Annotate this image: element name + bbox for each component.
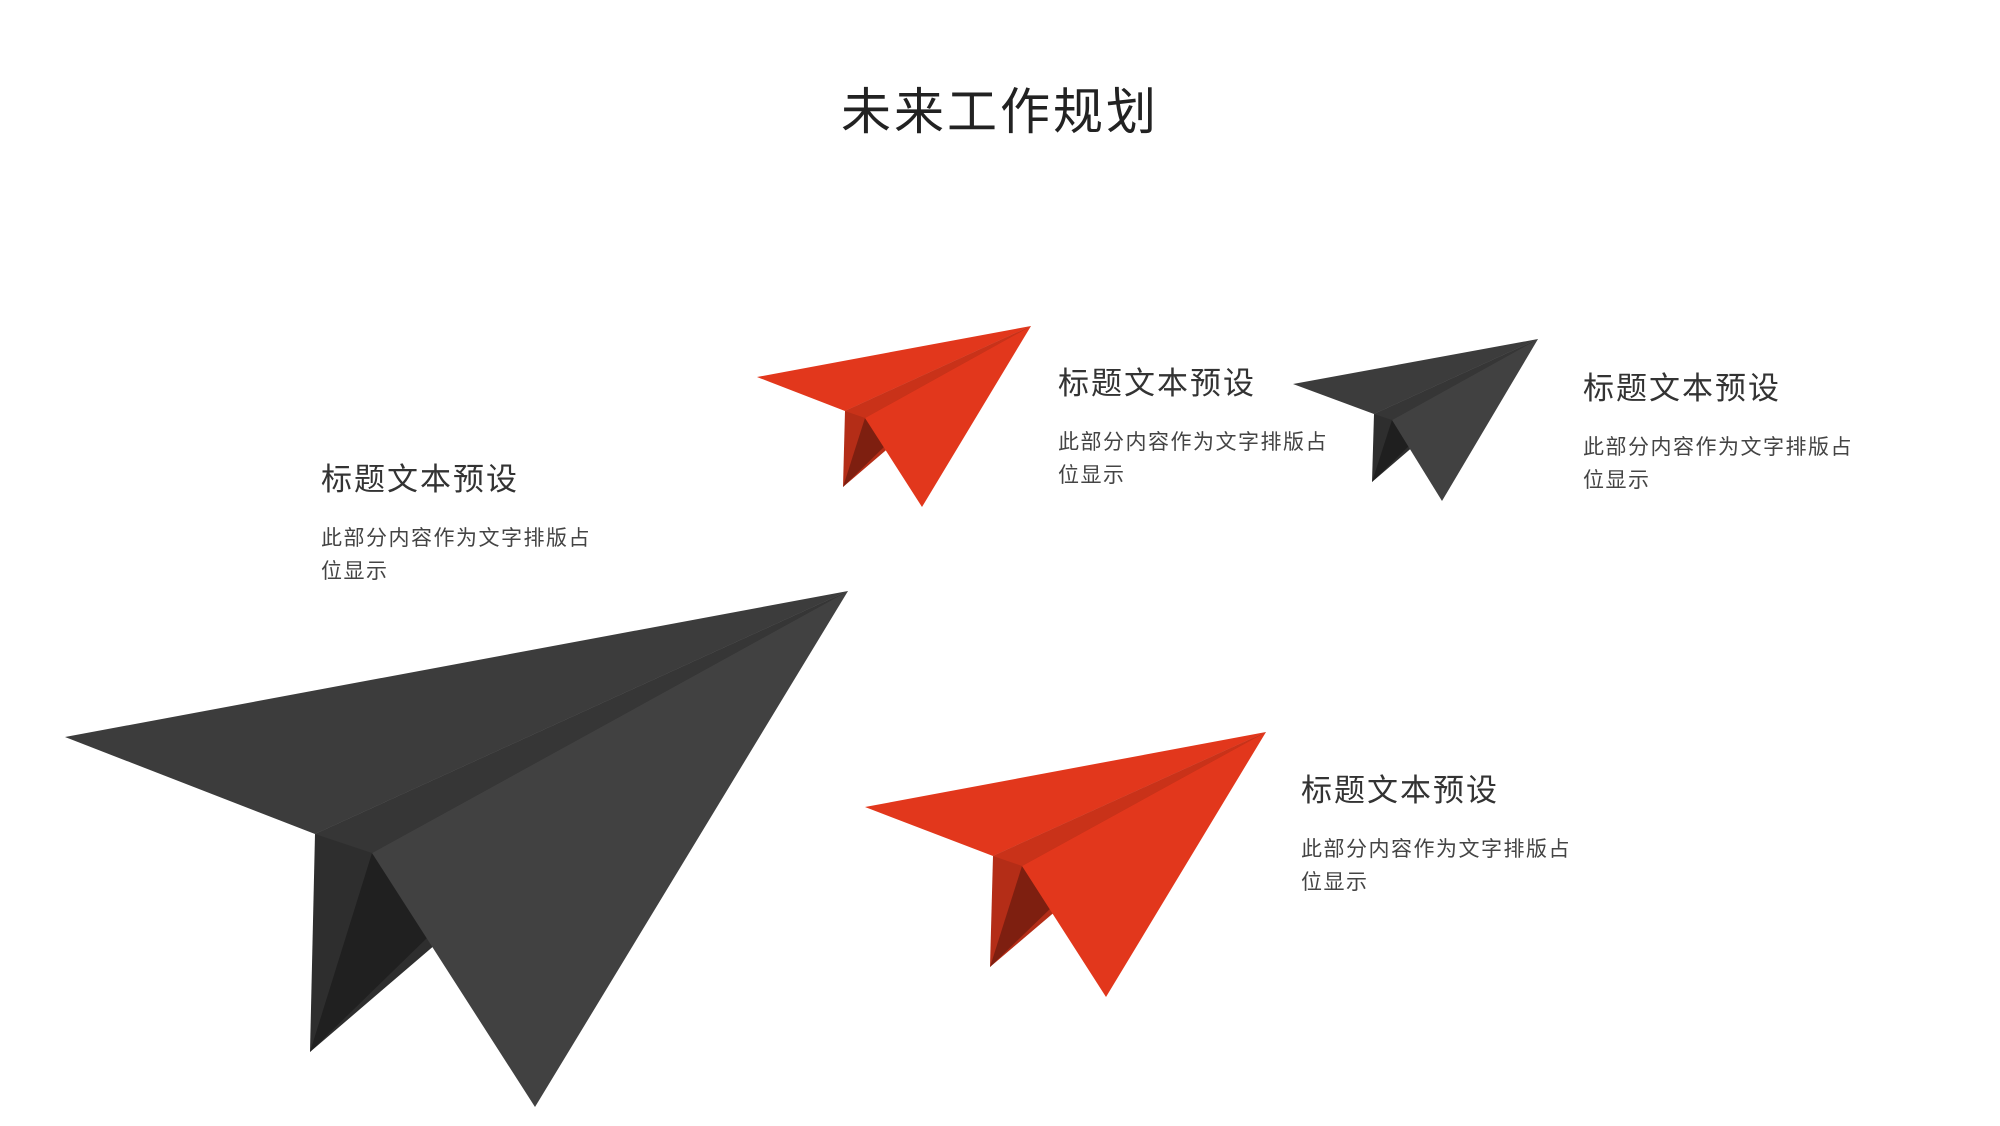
block-body: 此部分内容作为文字排版占位显示	[1301, 837, 1571, 895]
block-body: 此部分内容作为文字排版占位显示	[1583, 435, 1853, 493]
text-block-3: 标题文本预设 此部分内容作为文字排版占位显示	[1583, 369, 1883, 497]
text-block-4: 标题文本预设 此部分内容作为文字排版占位显示	[1301, 771, 1601, 899]
paper-plane-dark-small-icon	[1293, 339, 1538, 501]
paper-plane-red-medium-icon	[865, 732, 1266, 997]
block-heading: 标题文本预设	[1301, 773, 1499, 809]
block-body: 此部分内容作为文字排版占位显示	[1058, 430, 1328, 488]
text-block-1: 标题文本预设 此部分内容作为文字排版占位显示	[321, 460, 621, 588]
block-body: 此部分内容作为文字排版占位显示	[321, 526, 591, 584]
paper-plane-dark-large-icon	[65, 591, 848, 1107]
block-heading: 标题文本预设	[1058, 366, 1256, 402]
page-title: 未来工作规划	[841, 83, 1159, 141]
block-heading: 标题文本预设	[1583, 371, 1781, 407]
block-heading: 标题文本预设	[321, 462, 519, 498]
paper-plane-red-small-icon	[757, 326, 1031, 507]
text-block-2: 标题文本预设 此部分内容作为文字排版占位显示	[1058, 364, 1358, 492]
